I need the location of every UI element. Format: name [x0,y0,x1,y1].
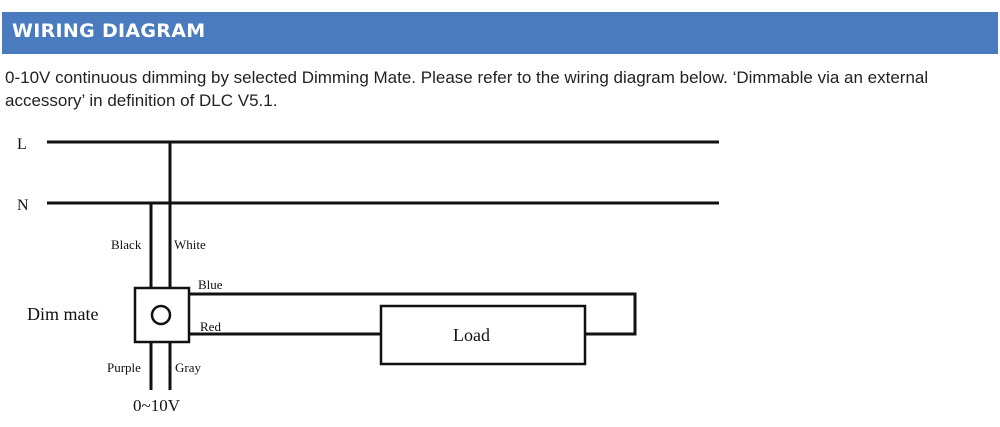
section-header: WIRING DIAGRAM [2,12,998,54]
wiring-diagram: L N Black White Dim mate Blue Red Load P… [17,136,719,415]
wire-gray-label: Gray [175,360,201,375]
wire-purple-label: Purple [107,360,141,375]
line-l-label: L [17,136,27,153]
dim-mate-label: Dim mate [27,304,98,324]
section-title: WIRING DIAGRAM [12,20,206,42]
dim-mate-box [133,286,191,344]
load-label: Load [453,325,490,345]
description-text: 0-10V continuous dimming by selected Dim… [5,68,929,110]
wire-red-label: Red [200,319,221,334]
line-n-label: N [17,197,29,214]
wire-white-label: White [174,237,206,252]
load-box [379,304,587,366]
wire-blue-label: Blue [198,277,223,292]
dim-mate-icon [150,304,172,326]
wire-black-label: Black [111,237,142,252]
wire-blue [189,292,637,336]
control-voltage-label: 0~10V [133,396,181,415]
